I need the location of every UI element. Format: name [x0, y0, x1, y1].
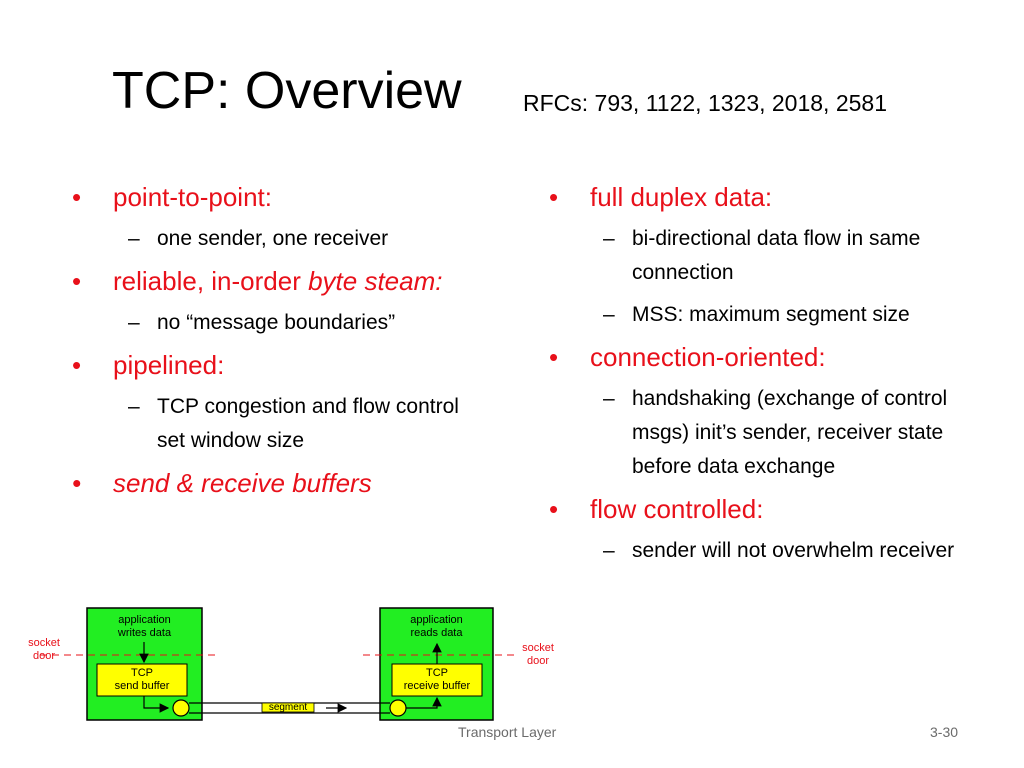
- bullet-point-to-point: point-to-point:: [70, 180, 465, 214]
- bullet-pipelined: pipelined:: [70, 348, 465, 382]
- bullet-byte-stream-text: byte steam:: [308, 266, 443, 296]
- sub-bullet-handshaking: handshaking (exchange of control msgs) i…: [547, 382, 967, 484]
- receive-buffer-box: [391, 663, 483, 697]
- send-buffer-label-line2: send buffer: [114, 680, 170, 692]
- receiver-app-label-line1: application: [410, 614, 463, 626]
- sub-bullet-congestion-control: TCP congestion and flow control set wind…: [70, 390, 465, 458]
- left-socket-door-label: socket door: [22, 637, 66, 663]
- sub-bullet-mss: MSS: maximum segment size: [547, 298, 967, 332]
- bullet-send-receive-buffers: send & receive buffers: [70, 466, 465, 500]
- right-socket-label-line1: socket: [522, 642, 554, 654]
- sender-app-label-line2: writes data: [117, 627, 172, 639]
- tcp-buffer-diagram: socket door application writes data TCP …: [0, 590, 570, 730]
- sub-bullet-not-overwhelm: sender will not overwhelm receiver: [547, 534, 967, 568]
- bullet-connection-oriented: connection-oriented:: [547, 340, 967, 374]
- left-socket-label-line1: socket: [28, 637, 60, 649]
- sender-socket-circle: [172, 699, 190, 717]
- slide-title: TCP: Overview: [112, 62, 462, 120]
- send-buffer-box: [96, 663, 188, 697]
- receive-buffer-label-line1: TCP: [426, 667, 448, 679]
- right-socket-label-line2: door: [526, 655, 550, 667]
- send-buffer-label: TCP send buffer: [97, 667, 187, 693]
- sub-bullet-bidirectional: bi-directional data flow in same connect…: [547, 222, 967, 290]
- bullet-full-duplex: full duplex data:: [547, 180, 967, 214]
- segment-box: [261, 702, 315, 713]
- left-bullet-column: point-to-point: one sender, one receiver…: [70, 180, 465, 508]
- footer-transport-layer: Transport Layer: [458, 724, 557, 740]
- right-socket-door-label: socket door: [516, 642, 560, 668]
- sub-bullet-one-sender: one sender, one receiver: [70, 222, 465, 256]
- diagram-graphics: [40, 607, 515, 721]
- sender-app-label-line1: application: [118, 614, 171, 626]
- sub-bullet-no-message-boundaries: no “message boundaries”: [70, 306, 465, 340]
- receiver-socket-circle: [389, 699, 407, 717]
- bullet-reliable-text: reliable, in-order: [113, 266, 309, 296]
- bullet-flow-controlled: flow controlled:: [547, 492, 967, 526]
- send-buffer-label-line1: TCP: [131, 667, 153, 679]
- receiver-app-label: application reads data: [380, 614, 493, 640]
- receiver-app-label-line2: reads data: [410, 627, 463, 639]
- left-socket-label-line2: door: [32, 650, 56, 662]
- segment-label: segment: [268, 702, 308, 713]
- right-bullet-column: full duplex data: bi-directional data fl…: [547, 180, 967, 576]
- receive-buffer-label: TCP receive buffer: [392, 667, 482, 693]
- bullet-reliable-in-order: reliable, in-order byte steam:: [70, 264, 465, 298]
- footer-page-number: 3-30: [930, 724, 959, 740]
- receive-buffer-label-line2: receive buffer: [403, 680, 471, 692]
- slide-subtitle: RFCs: 793, 1122, 1323, 2018, 2581: [523, 90, 888, 116]
- sender-app-label: application writes data: [87, 614, 202, 640]
